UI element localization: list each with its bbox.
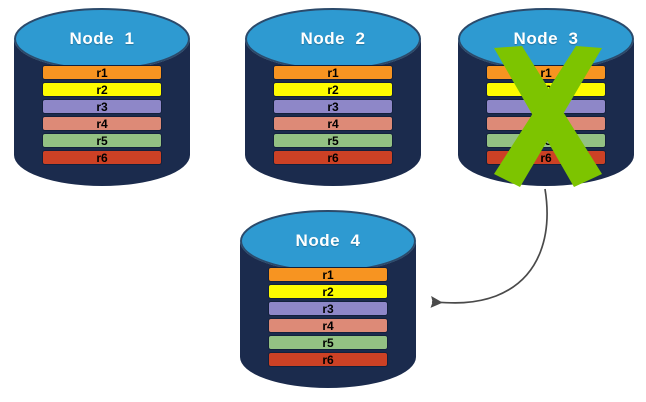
row-label: r3 [322,301,334,316]
node-1-row-r4[interactable]: r4 [42,116,162,131]
node-1-row-r1[interactable]: r1 [42,65,162,80]
node-4-row-r3[interactable]: r3 [268,301,388,316]
row-label: r5 [322,335,334,350]
node-1-row-list: r1 r2 r3 r4 r5 r6 [14,65,190,167]
row-label: r6 [322,352,334,367]
node-2-row-list: r1 r2 r3 r4 r5 r6 [245,65,421,167]
row-label: r2 [327,82,339,97]
node-4-row-r5[interactable]: r5 [268,335,388,350]
node-2-row-r4[interactable]: r4 [273,116,393,131]
node-1-row-r6[interactable]: r6 [42,150,162,165]
node-4-row-r6[interactable]: r6 [268,352,388,367]
node-4-row-r1[interactable]: r1 [268,267,388,282]
row-label: r4 [322,318,334,333]
row-label: r5 [327,133,339,148]
node-1-row-r3[interactable]: r3 [42,99,162,114]
row-label: r6 [327,150,339,165]
row-label: r6 [96,150,108,165]
row-label: r2 [96,82,108,97]
node-4-row-r2[interactable]: r2 [268,284,388,299]
node-4-row-list: r1 r2 r3 r4 r5 r6 [240,267,416,369]
row-label: r1 [96,65,108,80]
row-label: r3 [327,99,339,114]
node-1-row-r2[interactable]: r2 [42,82,162,97]
node-2-row-r5[interactable]: r5 [273,133,393,148]
row-label: r2 [322,284,334,299]
row-label: r1 [322,267,334,282]
node-2-row-r2[interactable]: r2 [273,82,393,97]
row-label: r4 [327,116,339,131]
row-label: r3 [96,99,108,114]
node-2-row-r3[interactable]: r3 [273,99,393,114]
node-2-row-r1[interactable]: r1 [273,65,393,80]
node-1-row-r5[interactable]: r5 [42,133,162,148]
node-4-row-r4[interactable]: r4 [268,318,388,333]
arrow-path [430,188,548,308]
row-label: r5 [96,133,108,148]
node-2-row-r6[interactable]: r6 [273,150,393,165]
row-label: r4 [96,116,108,131]
row-label: r1 [327,65,339,80]
